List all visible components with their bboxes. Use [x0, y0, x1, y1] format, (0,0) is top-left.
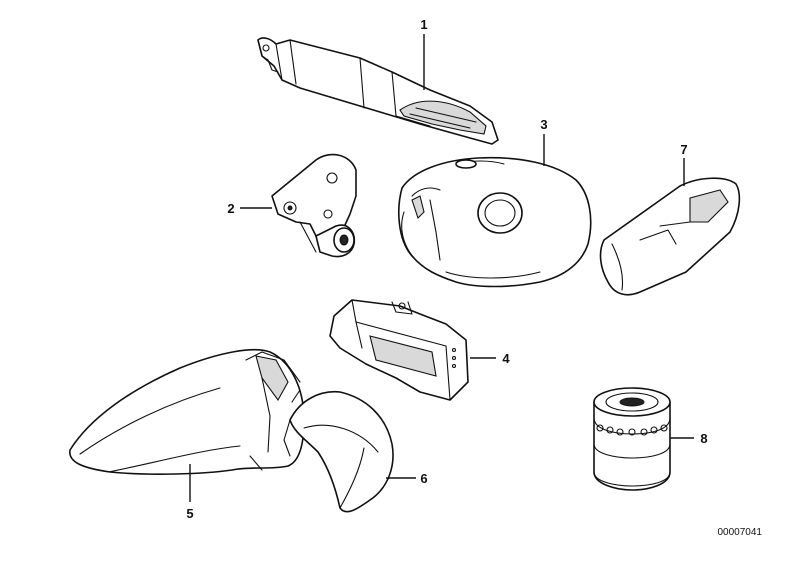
part-4-holder[interactable]	[329, 299, 469, 401]
callout-8[interactable]: 8	[700, 431, 707, 446]
part-2-bracket[interactable]	[271, 153, 357, 258]
callout-6[interactable]: 6	[420, 471, 427, 486]
part-3-tank[interactable]	[398, 156, 592, 288]
callout-7[interactable]: 7	[680, 142, 687, 157]
part-6-splash-guard[interactable]	[283, 389, 394, 513]
part-7-side-cover[interactable]	[599, 177, 741, 296]
callout-5[interactable]: 5	[186, 506, 193, 521]
callout-1[interactable]: 1	[420, 17, 427, 32]
callout-3[interactable]: 3	[540, 117, 547, 132]
part-1-cover[interactable]	[257, 37, 499, 145]
part-8-oil-filter[interactable]	[593, 387, 671, 491]
callout-4[interactable]: 4	[502, 351, 510, 366]
part-5-fender[interactable]	[69, 348, 305, 475]
reference-number: 00007041	[718, 527, 763, 538]
leader-lines	[189, 34, 694, 502]
callout-2[interactable]: 2	[227, 201, 234, 216]
